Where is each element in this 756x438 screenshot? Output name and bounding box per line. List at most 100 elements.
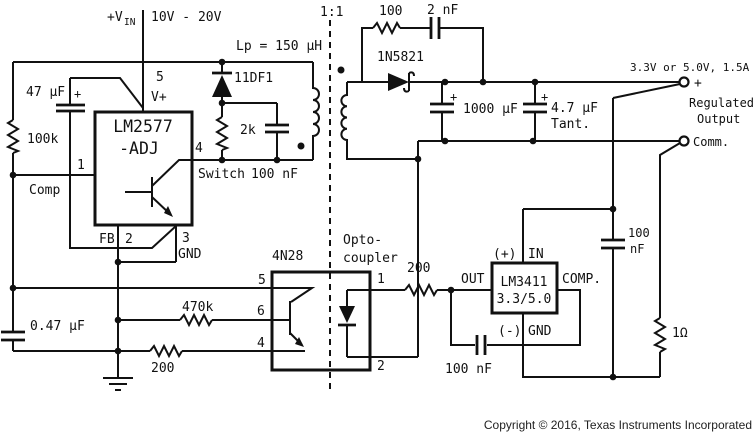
label-opto-line2: coupler: [343, 251, 398, 266]
ground-symbol: [103, 377, 133, 391]
label-100nF-lm3411: 100 nF: [445, 362, 492, 377]
resistor-100-snubber: [372, 20, 401, 36]
label-vin: +V: [107, 10, 123, 25]
wire-47uF-leads: [69, 78, 177, 249]
label-pin3: 3: [182, 231, 190, 246]
resistor-1ohm: [652, 317, 668, 353]
label-vin-range: 10V - 20V: [151, 10, 222, 25]
label-pin1: 1: [77, 158, 85, 173]
label-lp-inductance: Lp = 150 μH: [236, 39, 322, 54]
label-regulated: Regulated: [689, 96, 754, 110]
junction-dots: [9, 58, 617, 381]
label-lm3411-gnd: GND: [528, 324, 552, 339]
opto-transistor-base: [272, 301, 291, 335]
lm2577-transistor-base: [125, 177, 153, 207]
capacitor-100nF-lm3411-plates: [475, 335, 487, 355]
ic-lm3411-outline: [490, 261, 559, 315]
label-100nF-sense-line1: 100: [628, 226, 650, 240]
resistor-200-right: [404, 282, 438, 298]
wire-led-return: [370, 141, 419, 358]
label-output-plus: +: [694, 76, 702, 91]
label-100-snubber: 100: [379, 4, 402, 19]
transformer-secondary-phase-dot: [337, 66, 345, 74]
label-1000uF: 1000 μF: [463, 102, 518, 117]
wire-100k-leads: [12, 62, 118, 352]
label-4p7uF-plus: +: [541, 90, 548, 104]
lm2577-emitter-arrowhead: [164, 206, 173, 217]
resistor-470k: [179, 312, 213, 328]
label-100nF-switch: 100 nF: [251, 167, 298, 182]
label-200-right: 200: [407, 261, 430, 276]
label-pin2-fb: FB: [99, 232, 115, 247]
capacitor-1000uF-plates: [430, 102, 454, 114]
diode-11DF1-triangle: [212, 75, 232, 97]
opto-emitter-arrowhead: [295, 337, 304, 347]
resistor-2k: [214, 116, 230, 151]
label-lm3411-in: IN: [528, 247, 544, 262]
label-47uF-plus: +: [74, 87, 81, 101]
label-2k: 2k: [240, 123, 256, 138]
label-turns-ratio: 1:1: [320, 5, 343, 20]
label-0p47uF: 0.47 μF: [30, 319, 85, 334]
label-lm3411-out: OUT: [461, 272, 485, 287]
label-opto-pin5: 5: [258, 273, 266, 288]
label-output-word: Output: [697, 112, 740, 126]
label-1ohm: 1Ω: [672, 326, 688, 341]
label-opto-line1: Opto-: [343, 233, 382, 248]
diode-1N5821-triangle: [388, 73, 409, 91]
opto-led-leads: [346, 289, 370, 358]
resistor-200-left: [149, 343, 183, 359]
label-lm3411-variant: 3.3/5.0: [497, 292, 552, 307]
wire-plus-terminal-diag: [612, 83, 681, 99]
label-lm3411-gnd-sign: (-): [498, 324, 521, 339]
label-4n28: 4N28: [272, 249, 303, 264]
label-lm2577-name: LM2577: [113, 117, 173, 136]
label-pin5-vplus: V+: [151, 90, 167, 105]
label-opto-pin6: 6: [257, 304, 265, 319]
wire-1ohm: [659, 142, 681, 377]
capacitor-100nF-sense-plates: [601, 238, 625, 250]
label-47uF: 47 μF: [26, 85, 65, 100]
label-pin5: 5: [156, 70, 164, 85]
label-lm2577-suffix: -ADJ: [119, 139, 159, 158]
label-1000uF-plus: +: [450, 90, 457, 104]
label-4p7uF: 4.7 μF: [551, 101, 598, 116]
label-1N5821: 1N5821: [377, 50, 424, 65]
label-pin1-comp: Comp: [29, 183, 60, 198]
label-opto-pin1: 1: [377, 272, 385, 287]
resistor-100k: [5, 119, 21, 154]
label-100nF-sense-line2: nF: [630, 242, 644, 256]
label-pin4-switch: Switch: [198, 167, 245, 182]
label-pin2: 2: [125, 232, 133, 247]
label-100k: 100k: [27, 132, 58, 147]
label-output-spec: 3.3V or 5.0V, 1.5A: [630, 61, 750, 74]
capacitor-0p47uF-plates: [1, 330, 25, 342]
capacitor-4p7uF-plates: [523, 102, 547, 114]
label-lm3411-comp: COMP.: [562, 272, 601, 287]
label-200-left: 200: [151, 361, 174, 376]
terminal-plus: [678, 76, 690, 88]
wire-snubber: [361, 27, 484, 82]
transformer-primary-winding: [312, 62, 320, 160]
wire-lm3411-comp: [523, 289, 581, 346]
lm2577-transistor-collector: [151, 159, 313, 187]
opto-led-triangle: [339, 306, 355, 323]
wire-47uF-top-to-vplus: [70, 77, 144, 109]
capacitor-47uF-plates: [56, 103, 85, 113]
opto-transistor-collector: [272, 287, 316, 303]
label-2nF: 2 nF: [427, 3, 458, 18]
label-opto-pin4: 4: [257, 336, 265, 351]
transformer-secondary-winding: [340, 82, 418, 160]
label-vin-subscript: IN: [124, 17, 136, 28]
label-lm3411-in-sign: (+): [493, 247, 516, 262]
wire-lm3411-in: [522, 208, 613, 263]
label-pin4: 4: [195, 141, 203, 156]
transformer-primary-phase-dot: [297, 142, 305, 150]
copyright-notice: Copyright © 2016, Texas Instruments Inco…: [484, 418, 752, 432]
ic-lm2577-outline: [93, 110, 194, 227]
wire-100nF-lm3411: [450, 290, 523, 346]
label-470k: 470k: [182, 300, 213, 315]
label-opto-pin2: 2: [377, 359, 385, 374]
